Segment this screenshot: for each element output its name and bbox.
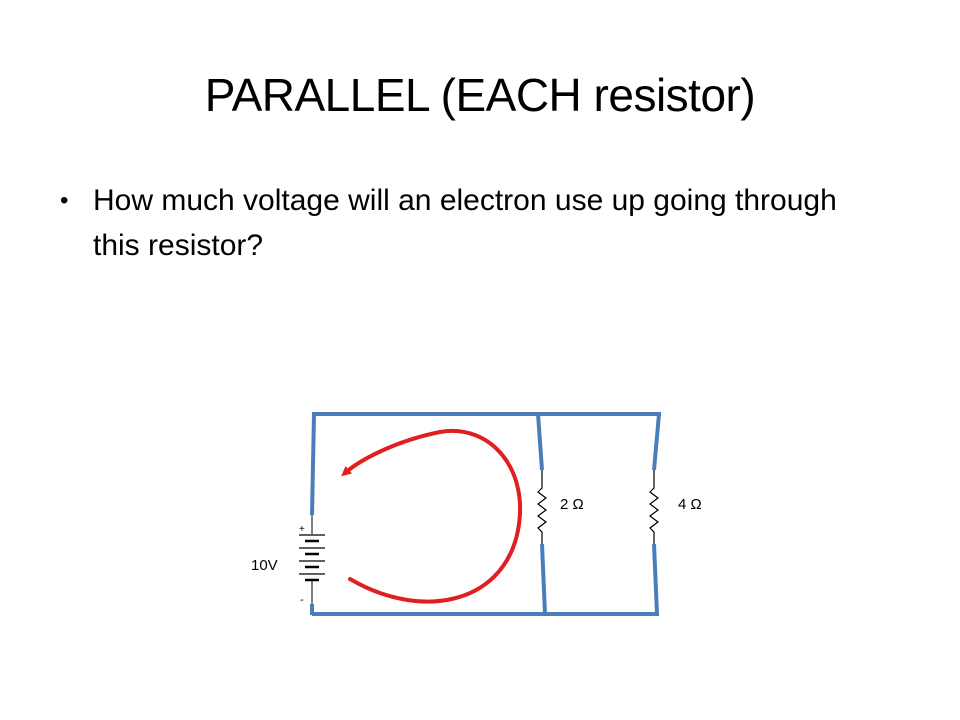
battery-minus-label: -: [300, 594, 304, 606]
right-branch-bottom: [652, 543, 659, 615]
left-wire-top: [310, 413, 316, 516]
bullet-dot-icon: •: [60, 187, 69, 214]
battery-voltage-label: 10V: [251, 557, 278, 574]
bullet-list: • How much voltage will an electron use …: [60, 178, 860, 268]
battery-plus-label: +: [299, 524, 305, 535]
current-flow-arrow: [341, 428, 523, 604]
bullet-item: • How much voltage will an electron use …: [60, 178, 860, 268]
battery-symbol: [299, 515, 325, 604]
circuit-wires: [310, 412, 661, 616]
resistor-1-label: 2 Ω: [560, 496, 584, 513]
slide-title: PARALLEL (EACH resistor): [204, 69, 756, 121]
middle-branch-top: [536, 413, 544, 471]
middle-branch-bottom: [540, 543, 547, 615]
resistor-1-symbol: [537, 470, 547, 544]
resistor-2-symbol: [649, 470, 659, 544]
resistor-2-label: 4 Ω: [678, 496, 702, 513]
right-branch-top: [652, 413, 661, 471]
bullet-text: How much voltage will an electron use up…: [93, 184, 837, 262]
